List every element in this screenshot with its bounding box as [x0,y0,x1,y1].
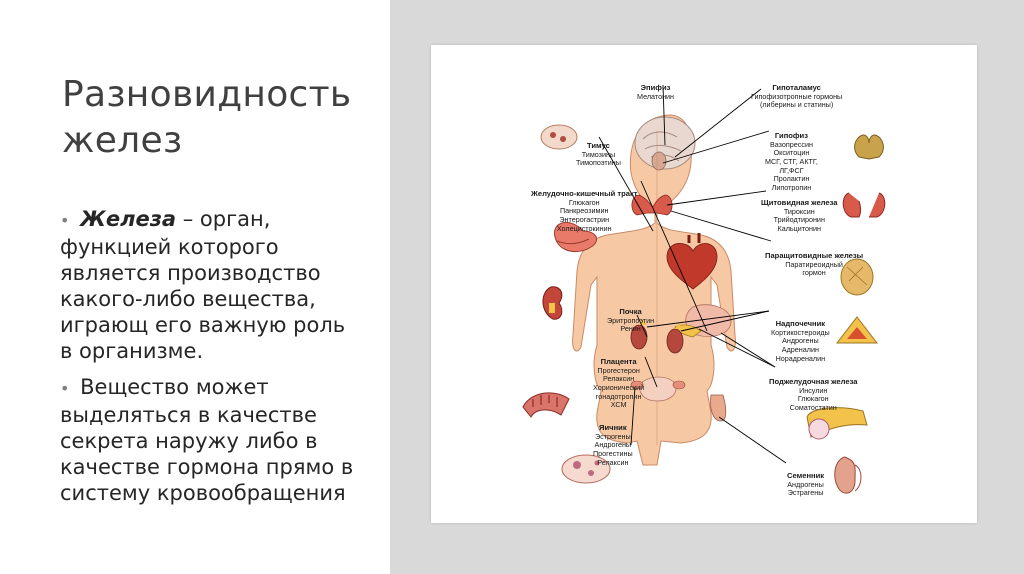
bullet-dot-icon: • [60,211,69,230]
label-items: Мелатонин [637,92,674,101]
bullet-list: • Железа – орган, функцией которого явля… [60,206,360,516]
label-items: Эстрогены Андрогены Прогестины Релаксин [593,432,633,467]
bullet-term: Железа [80,207,176,231]
label-items: Тироксин Трийодтиронин Кальцитонин [774,207,825,233]
label-items: Эритропоэтин Ренин [607,316,654,334]
slide-title: Разновидность желез [62,72,362,164]
bullet-item-2: • Вещество может выделяться в качестве с… [60,374,360,506]
text-panel: Разновидность желез • Железа – орган, фу… [0,0,390,574]
label-items: Инсулин Глюкагон Соматостатин [790,386,837,412]
diagram-drawing [431,45,977,523]
label-items: Тимозины Тимопоэтины [576,150,621,168]
label-items: Глюкагон Панкреозимин Энтерогастрин Холе… [557,198,612,233]
label-items: Паратиреоидный гормон [785,260,843,278]
label-items: Андрогены Эстрагены [787,480,824,498]
label-items: Прогестерон Релаксин Хорионический гонад… [593,366,644,409]
label-items: Кортикостероиды Андрогены Адреналин Нора… [771,328,830,363]
bullet-item-1: • Железа – орган, функцией которого явля… [60,206,360,364]
bullet-dot-icon: • [60,379,69,398]
label-items: Гипофизотропные гормоны (либерины и стат… [751,92,842,110]
bullet-text: Вещество может выделяться в качестве сек… [60,375,353,505]
